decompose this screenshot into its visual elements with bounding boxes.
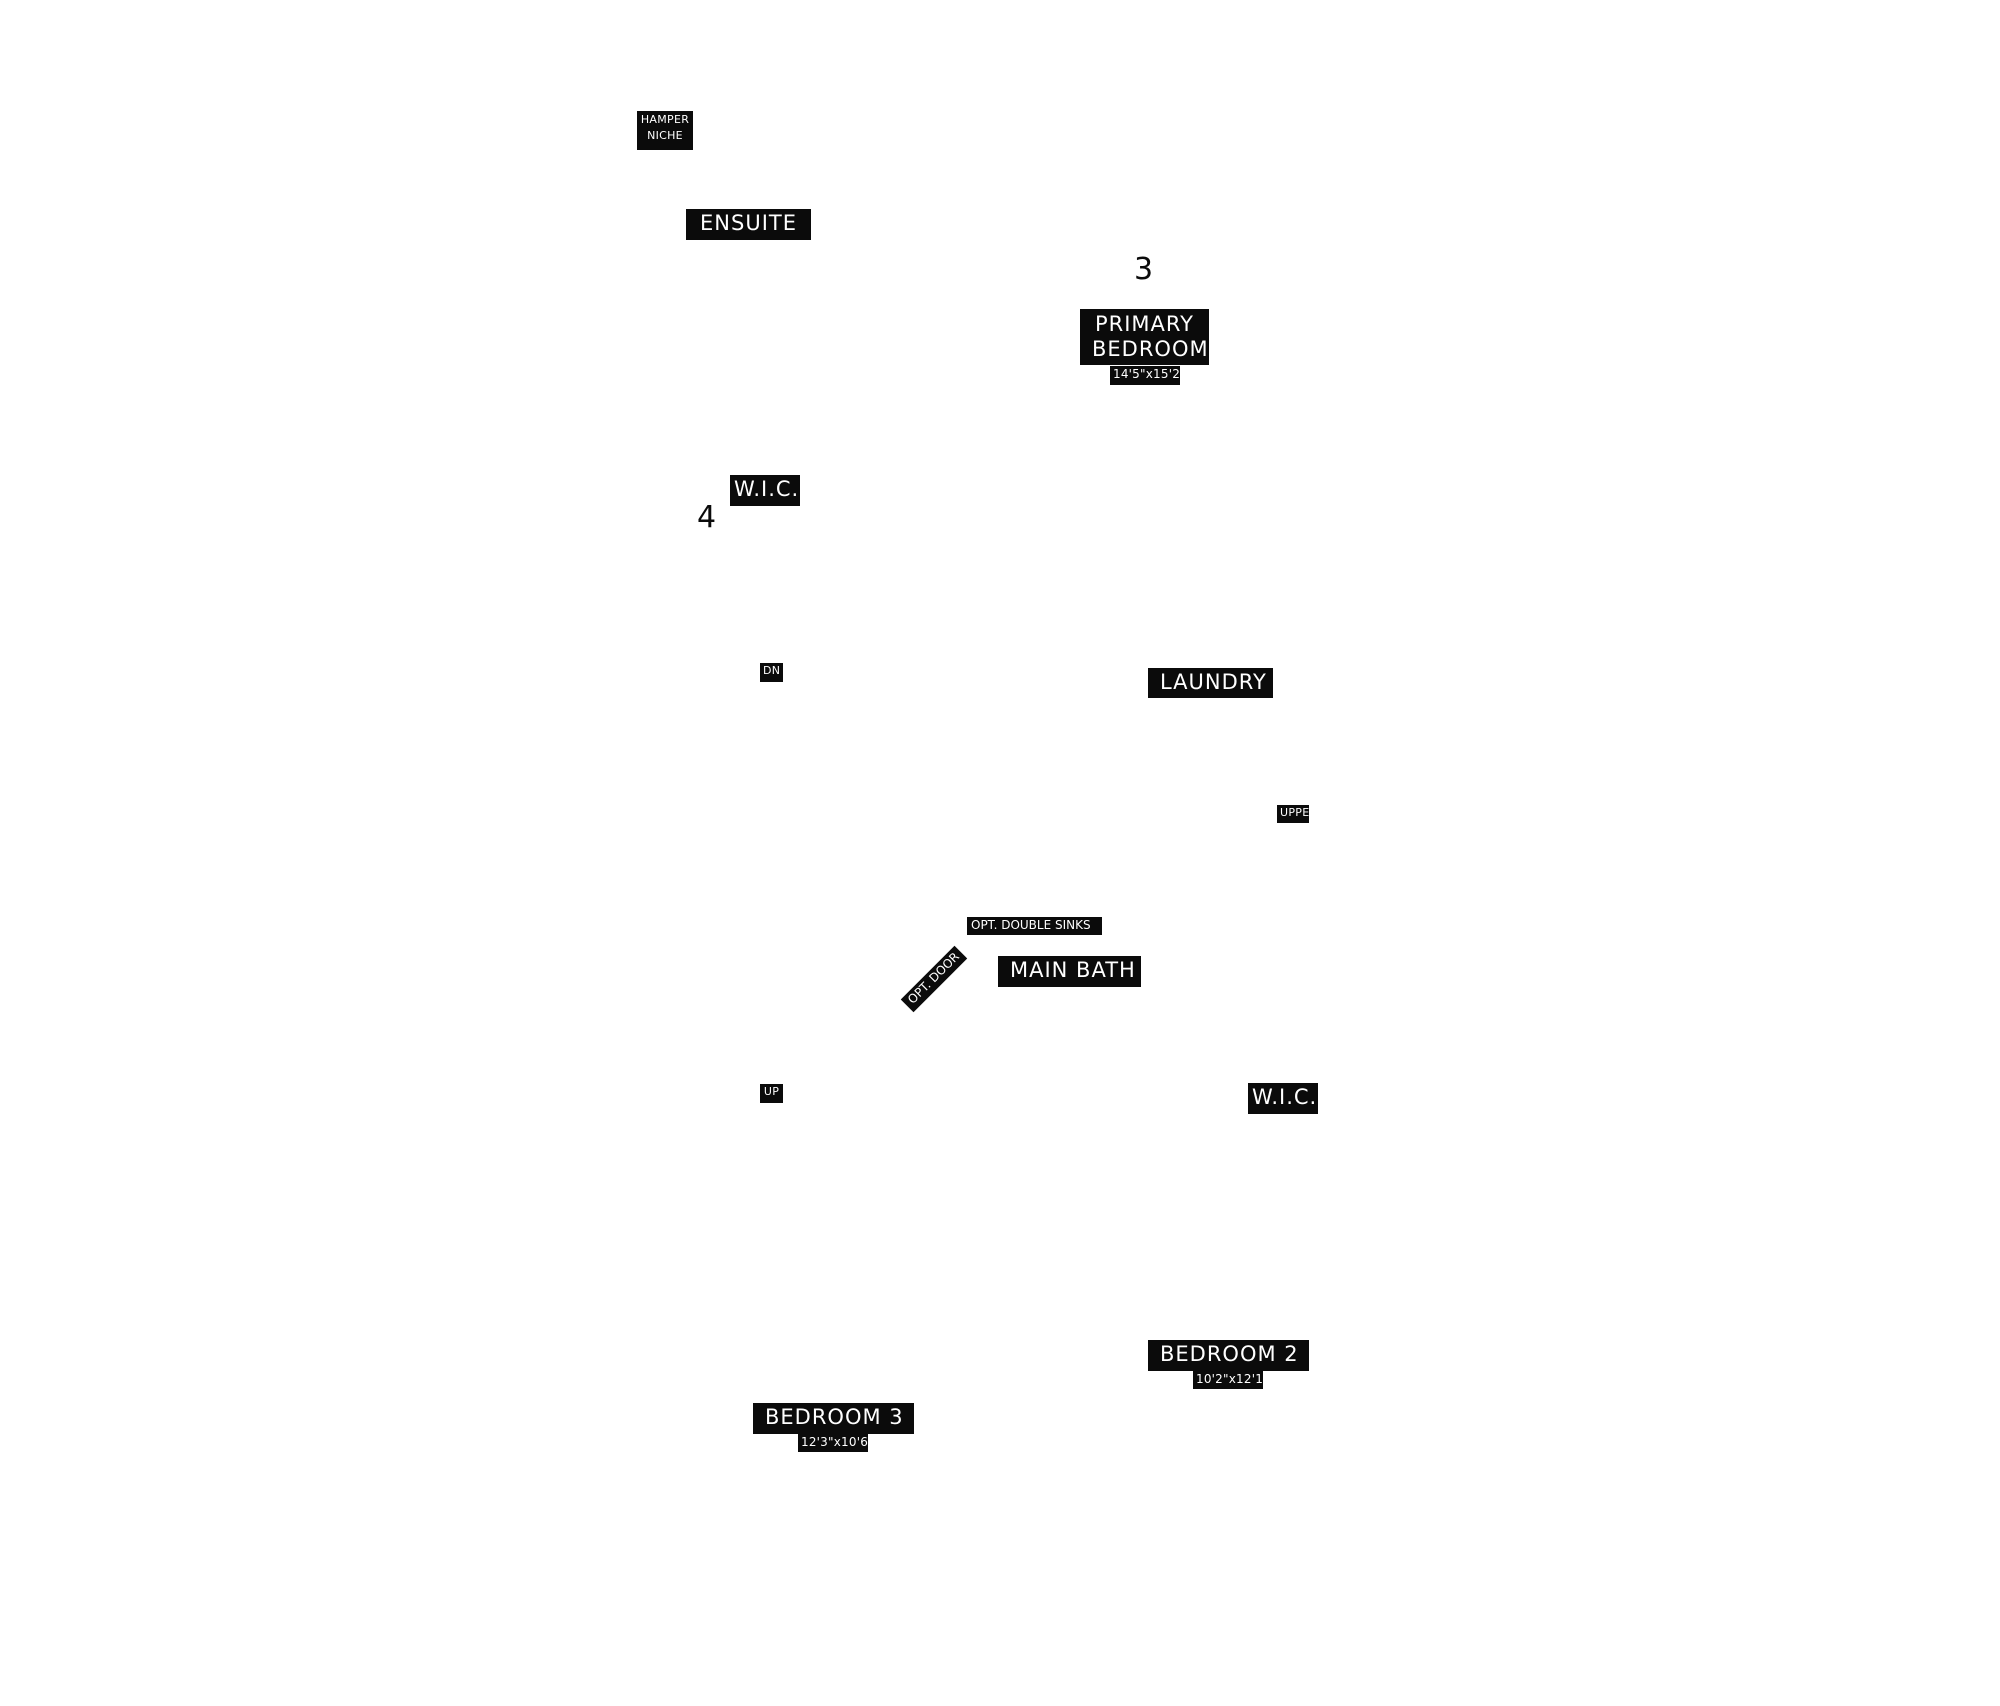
main-bath-label: MAIN BATH	[998, 956, 1141, 987]
hamper-niche-label: HAMPER NICHE	[637, 111, 693, 150]
dn-stair-label: DN	[760, 663, 783, 682]
wic-primary-label: W.I.C.	[730, 475, 800, 506]
bedroom-3-dimensions: 12'3"x10'6"	[798, 1434, 874, 1452]
opt-door-label: OPT. DOOR	[900, 945, 968, 1013]
opt-double-sinks-label: OPT. DOUBLE SINKS	[967, 917, 1102, 935]
laundry-label: LAUNDRY	[1148, 668, 1273, 698]
ensuite-label: ENSUITE	[686, 209, 811, 240]
marker-4: 4	[697, 500, 717, 535]
bedroom-3-label: BEDROOM 3	[753, 1403, 914, 1434]
up-stair-label: UP	[760, 1084, 783, 1103]
wic-secondary-label: W.I.C.	[1248, 1083, 1318, 1114]
primary-bedroom-dimensions: 14'5"x15'2"	[1110, 366, 1186, 385]
bedroom-2-label: BEDROOM 2	[1148, 1340, 1309, 1371]
marker-3: 3	[1134, 252, 1154, 287]
bedroom-2-dimensions: 10'2"x12'1"	[1193, 1371, 1269, 1389]
upper-cabinets-label: UPPE	[1277, 805, 1309, 823]
primary-bedroom-label: PRIMARY BEDROOM	[1080, 309, 1209, 365]
